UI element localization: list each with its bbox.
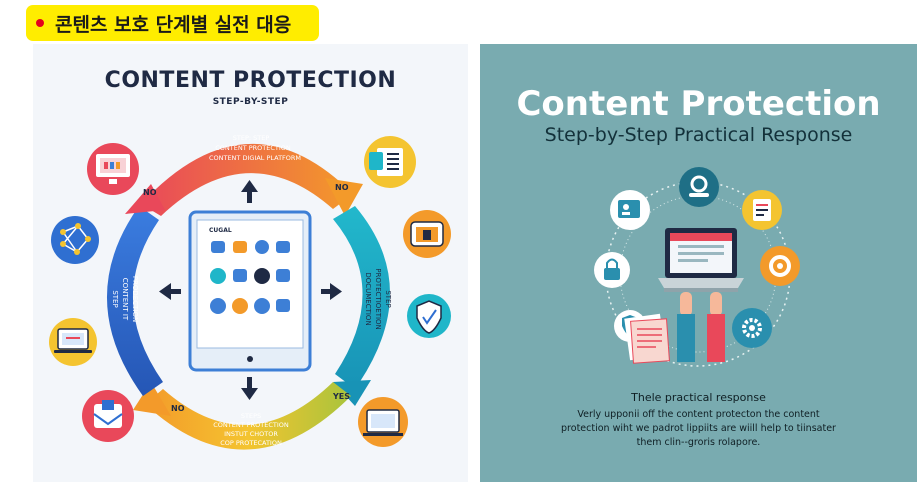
left-arc-text-2: CONTENT IT: [121, 278, 129, 321]
monitor-icon: [87, 143, 139, 195]
right-body-title: Thele practical response: [631, 391, 766, 404]
no-label-1: NO: [143, 188, 157, 197]
bottom-arc: [145, 382, 351, 450]
tablet-screen: [196, 219, 304, 349]
body-line-2: protection wiht we padrot lippiits are w…: [561, 423, 836, 434]
yes-label: YES: [332, 392, 350, 401]
inbox-icon: [82, 390, 134, 442]
left-infographic: CONTENT PROTECTION STEP-BY-STEP: [33, 44, 468, 482]
tablet-label: CUGAL: [209, 227, 232, 234]
arrow-down-icon: [241, 377, 258, 400]
laptop-icon: [49, 318, 97, 366]
top-arc-text-3: CONTENT DIGIAL PLATFORM: [209, 154, 301, 162]
bottom-arc-text-1: STEPS: [241, 412, 261, 420]
profile-card-icon: [610, 190, 650, 230]
arrow-left-icon: [159, 283, 181, 300]
bottom-arc-text-4: COP PROTECATION: [220, 439, 282, 447]
app-grid: [210, 240, 290, 314]
top-arc-text-2: CONTENT PROTECTION: [215, 144, 291, 152]
left-subtitle: STEP-BY-STEP: [212, 97, 289, 107]
top-arc-arrowhead: [325, 178, 363, 216]
gear-hand-icon: [679, 167, 719, 207]
no-label-3: NO: [171, 404, 185, 413]
body-line-3: them clin--groris rolapore.: [636, 437, 761, 448]
computer-icon: [358, 397, 408, 447]
shield-icon: [407, 294, 451, 338]
bottom-arc-arrowhead: [133, 382, 171, 416]
left-arc-text-1: STEP: [111, 290, 119, 307]
bottom-arc-text-3: INSTUT CHOTOR: [224, 430, 278, 438]
arrow-right-icon: [321, 283, 342, 300]
right-body-text: Verly upponii off the content protecton …: [530, 408, 867, 450]
bullet-dot: [36, 19, 44, 27]
body-line-1: Verly upponii off the content protecton …: [577, 409, 820, 420]
left-arc-text-3: PRODECTION: [131, 276, 139, 322]
process-wheel: [594, 167, 800, 367]
right-infographic: Content Protection Step-by-Step Practica…: [480, 44, 917, 482]
tablet-home-button: [247, 356, 253, 362]
hands-illustration: [677, 292, 725, 362]
right-title: Content Protection: [516, 84, 881, 124]
no-label-2: NO: [335, 183, 349, 192]
right-arc-arrowhead: [333, 380, 371, 406]
settings-gear-icon: [760, 246, 800, 286]
bottom-arc-text-2: CONTENT PROTECTION: [213, 421, 289, 429]
arrow-up-icon: [241, 180, 258, 203]
laptop-illustration: [658, 228, 744, 292]
tablet-icon: [403, 210, 451, 258]
network-icon: [51, 216, 99, 264]
left-arc-arrowhead: [125, 184, 165, 214]
top-arc: [141, 143, 353, 216]
reports-icon: [624, 313, 670, 364]
right-arc-text-3: STEP: [384, 290, 392, 307]
lock-icon: [594, 252, 630, 288]
right-arc: [333, 206, 390, 389]
right-subtitle: Step-by-Step Practical Response: [544, 124, 853, 146]
cog-icon: [732, 308, 772, 348]
document-check-icon: [742, 190, 782, 230]
top-arc-text-1: STEP: STEP: [233, 134, 270, 142]
left-arc: [106, 206, 163, 396]
cycle-diagram: CUGAL STEP: STEP CONTENT PROTECTION CONT…: [49, 134, 451, 450]
right-arc-text-1: DOCUMECTION: [364, 272, 372, 325]
right-arc-text-2: PROTECTIOETION: [374, 268, 382, 330]
title-tag: 콘텐츠 보호 단계별 실전 대응: [26, 5, 319, 41]
left-title: CONTENT PROTECTION: [104, 68, 397, 93]
tag-label: 콘텐츠 보호 단계별 실전 대응: [55, 13, 292, 36]
document-list-icon: [364, 136, 416, 188]
